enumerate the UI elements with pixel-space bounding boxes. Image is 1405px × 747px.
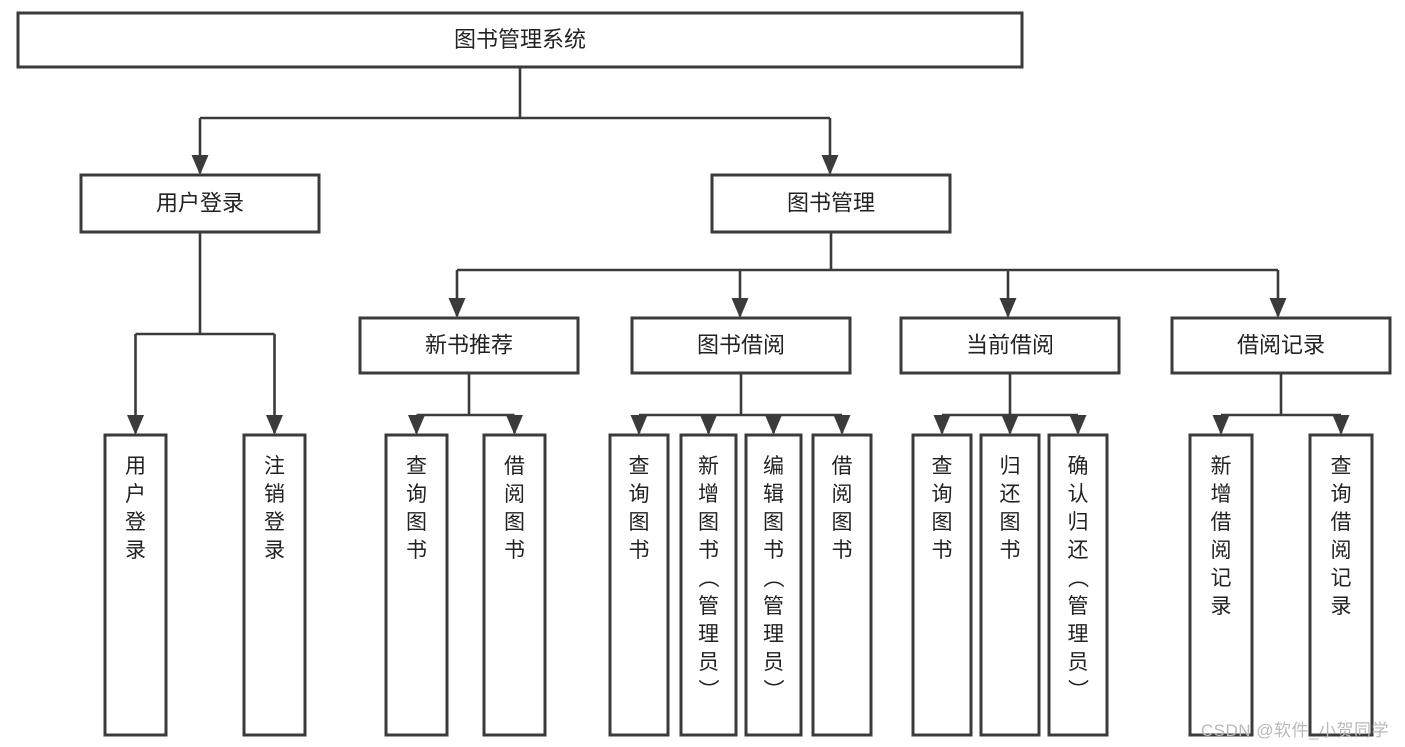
node-label: 图书借阅: [697, 332, 785, 357]
node-leaf-node-e794a8e688b7e799bbe5bd95[interactable]: 用户登录: [103, 433, 168, 737]
node-l2-node-e59bbee4b9a6e7aea1e79086[interactable]: 图书管理: [710, 173, 952, 234]
node-box-outline: [744, 433, 803, 737]
arrow-head-icon: [266, 415, 283, 435]
node-label: 新增借阅记录: [1211, 455, 1232, 618]
node-label: 用户登录: [156, 190, 244, 215]
node-box-outline: [384, 433, 449, 737]
arrow-head-icon: [933, 415, 951, 435]
node-label: 当前借阅: [966, 332, 1054, 357]
node-leaf-node-e696b0e5a29ee59bbee4b9a6efbc[interactable]: 新增图书（管理员）: [679, 433, 738, 737]
arrow-head-icon: [1069, 415, 1087, 435]
node-label: 新增图书（管理员）: [698, 455, 720, 702]
node-leaf-node-e5bd92e8bf98e59bbee4b9a6[interactable]: 归还图书: [979, 433, 1041, 737]
node-box-outline: [1188, 433, 1254, 737]
node-box-outline: [358, 316, 580, 375]
node-box-outline: [899, 316, 1121, 375]
arrow-head-icon: [1001, 415, 1019, 435]
node-root-node-e59bbee4b9a6e7aea1e79086e7b3[interactable]: 图书管理系统: [16, 11, 1024, 69]
connector-layer: [127, 67, 1350, 435]
node-box-outline: [16, 11, 1024, 69]
arrow-head-icon: [630, 415, 648, 435]
node-label: 借阅图书: [832, 455, 853, 562]
node-l2-node-e794a8e688b7e799bbe5bd95[interactable]: 用户登录: [79, 173, 321, 234]
node-leaf-node-e69fa5e8afa2e59bbee4b9a6[interactable]: 查询图书: [911, 433, 973, 737]
node-label: 注销登录: [264, 455, 285, 562]
node-box-outline: [811, 433, 873, 737]
node-label: 归还图书: [1000, 455, 1021, 562]
arrow-head-icon: [700, 415, 717, 435]
node-label: 图书管理系统: [454, 27, 586, 52]
node-leaf-node-e69fa5e8afa2e5809fe99885e8ae[interactable]: 查询借阅记录: [1308, 433, 1374, 737]
node-label: 借阅记录: [1237, 332, 1325, 357]
node-label: 编辑图书（管理员）: [763, 455, 785, 702]
node-box-outline: [242, 433, 307, 737]
node-label: 图书管理: [787, 190, 875, 215]
arrow-head-icon: [448, 298, 466, 318]
node-label: 确认归还（管理员）: [1068, 455, 1090, 702]
node-label: 查询图书: [406, 455, 427, 562]
node-leaf-node-e5809fe99885e59bbee4b9a6[interactable]: 借阅图书: [811, 433, 873, 737]
node-l3-node-e5bd93e5898de5809fe99885[interactable]: 当前借阅: [899, 316, 1121, 375]
node-l3-node-e59bbee4b9a6e5809fe99885[interactable]: 图书借阅: [630, 316, 852, 375]
arrow-head-icon: [408, 415, 425, 435]
node-leaf-node-e696b0e5a29ee5809fe99885e8ae[interactable]: 新增借阅记录: [1188, 433, 1254, 737]
node-leaf-node-e69fa5e8afa2e59bbee4b9a6[interactable]: 查询图书: [384, 433, 449, 737]
arrow-head-icon: [127, 415, 144, 435]
arrow-head-icon: [999, 298, 1017, 318]
node-label: 查询图书: [629, 455, 650, 562]
arrow-head-icon: [765, 415, 782, 435]
node-label: 借阅图书: [504, 455, 525, 562]
node-box-outline: [710, 173, 952, 234]
arrow-head-icon: [506, 415, 523, 435]
node-leaf-node-e6b3a8e99480e799bbe5bd95[interactable]: 注销登录: [242, 433, 307, 737]
node-box-outline: [1170, 316, 1392, 375]
node-box-outline: [1308, 433, 1374, 737]
node-box-outline: [482, 433, 547, 737]
node-leaf-node-e7a1aee8aea4e5bd92e8bf98efbc[interactable]: 确认归还（管理员）: [1047, 433, 1109, 737]
node-box-outline: [679, 433, 738, 737]
node-leaf-node-e69fa5e8afa2e59bbee4b9a6[interactable]: 查询图书: [608, 433, 670, 737]
node-box-outline: [979, 433, 1041, 737]
node-box-outline: [1047, 433, 1109, 737]
node-box-outline: [79, 173, 321, 234]
node-label: 查询借阅记录: [1331, 455, 1352, 618]
arrow-head-icon: [1212, 415, 1230, 435]
arrow-head-icon: [1332, 415, 1350, 435]
node-box-outline: [608, 433, 670, 737]
arrow-head-icon: [821, 155, 839, 175]
node-label: 查询图书: [932, 455, 953, 562]
node-box-outline: [630, 316, 852, 375]
node-label: 新书推荐: [425, 332, 513, 357]
node-leaf-node-e7bc96e8be91e59bbee4b9a6efbc[interactable]: 编辑图书（管理员）: [744, 433, 803, 737]
arrow-head-icon: [1269, 298, 1287, 318]
node-l3-node-e696b0e4b9a6e68ea8e88d90[interactable]: 新书推荐: [358, 316, 580, 375]
arrow-head-icon: [191, 155, 209, 175]
node-layer: 图书管理系统用户登录图书管理用户登录注销登录新书推荐查询图书借阅图书图书借阅查询…: [16, 11, 1392, 737]
node-box-outline: [103, 433, 168, 737]
node-leaf-node-e5809fe99885e59bbee4b9a6[interactable]: 借阅图书: [482, 433, 547, 737]
node-label: 用户登录: [125, 455, 146, 562]
arrow-head-icon: [731, 298, 749, 318]
node-l3-node-e5809fe99885e8aeb0e5bd95[interactable]: 借阅记录: [1170, 316, 1392, 375]
arrow-head-icon: [833, 415, 851, 435]
node-box-outline: [911, 433, 973, 737]
